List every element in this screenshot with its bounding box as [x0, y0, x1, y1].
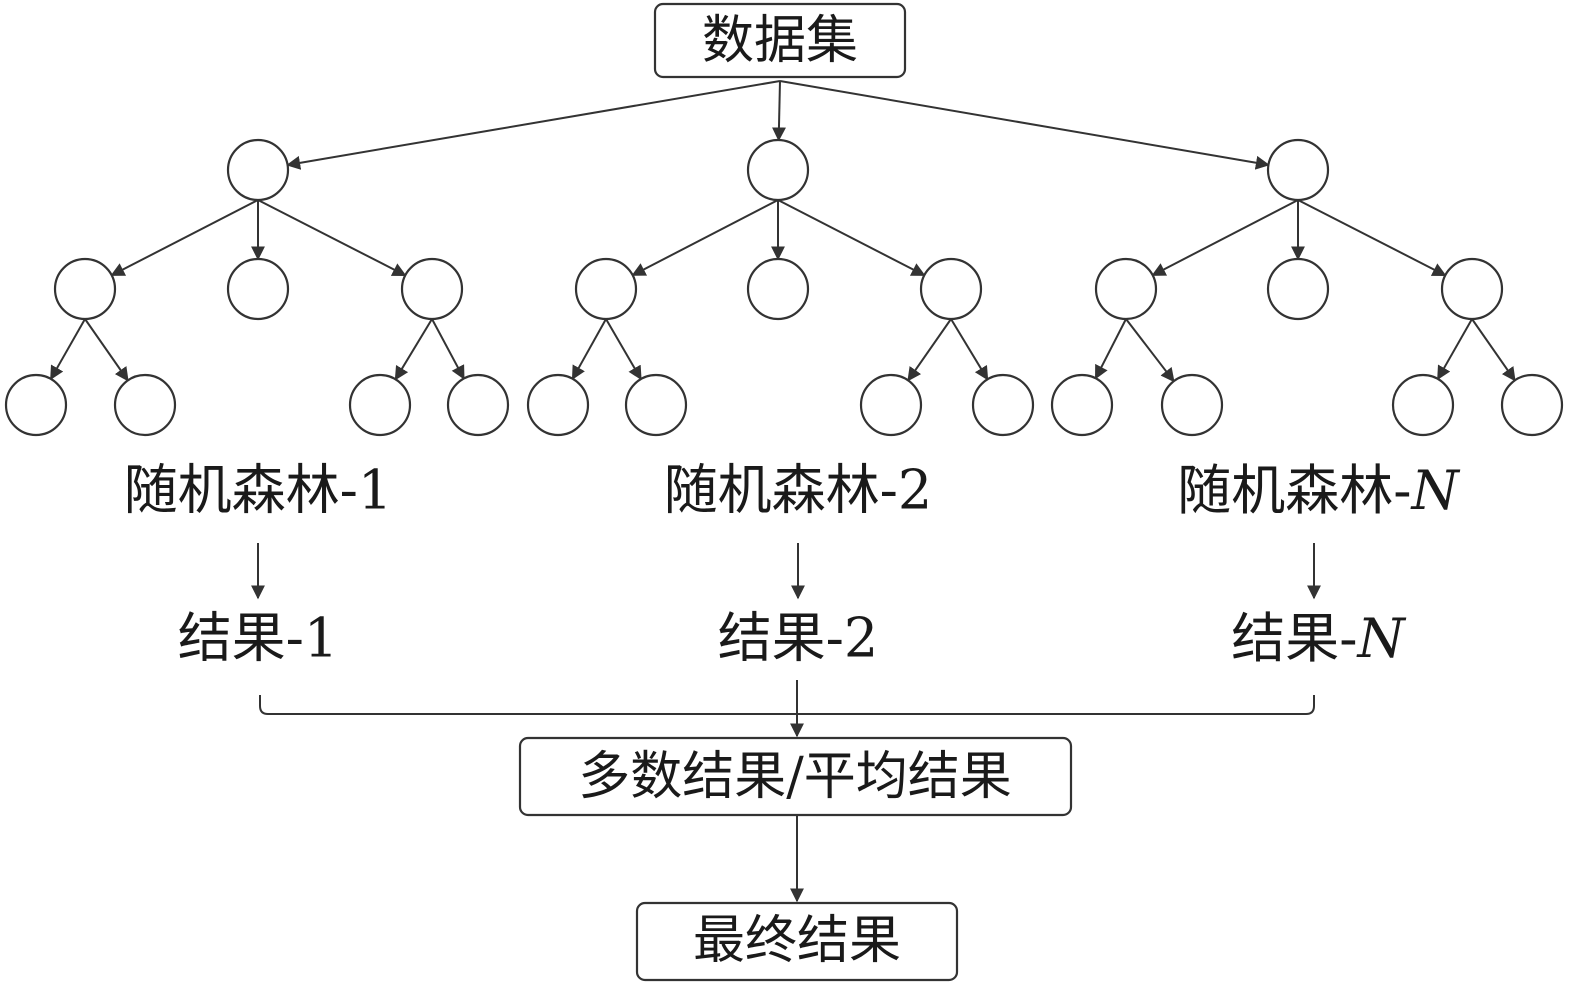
edge-tree-2-node-3-to-leaf-1: [907, 318, 952, 382]
edge-tree-2-root-to-node-3: [777, 199, 926, 277]
tree-1-node-3: [400, 257, 464, 321]
edge-tree-1-node-3-to-leaf-2: [431, 318, 465, 380]
edge-tree-3-node-1-to-leaf-2: [1125, 318, 1175, 383]
aggregate-label: 多数结果/平均结果: [578, 747, 1012, 807]
edge-tree-1-root-to-node-1: [110, 199, 259, 277]
tree-2-node-1: [574, 257, 638, 321]
tree-2-root-node: [746, 138, 810, 202]
edge-tree-3-node-1-to-leaf-1: [1094, 318, 1127, 380]
edge-tree-2-node-1-to-leaf-1: [571, 318, 607, 381]
edge-tree-1-root-to-node-3: [257, 199, 407, 277]
tree-3-node-3: [1440, 257, 1504, 321]
tree-3-leaf-1-2: [1160, 373, 1224, 437]
edge-tree-1-node-3-to-leaf-1: [394, 318, 433, 381]
edge-dataset-to-tree-2: [771, 80, 786, 142]
tree-1-root-node: [226, 138, 290, 202]
tree-1-leaf-3-2: [446, 373, 510, 437]
edge-tree-3-root-to-node-3: [1297, 199, 1447, 277]
tree-2-leaf-1-2: [624, 373, 688, 437]
forest-label-1: 随机森林-1: [124, 459, 393, 522]
tree-2-node-3: [919, 257, 983, 321]
tree-1-leaf-1-1: [4, 373, 68, 437]
tree-3-leaf-1-1: [1050, 373, 1114, 437]
results-bracket: [259, 695, 1315, 715]
tree-1-node-1: [53, 257, 117, 321]
dataset-box: 数据集: [653, 2, 907, 79]
result-label-2: 结果-2: [718, 607, 879, 670]
edge-tree-2-node-3-to-leaf-2: [950, 318, 989, 381]
edge-tree-1-node-1-to-leaf-1: [49, 318, 86, 381]
tree-3-node-2: [1266, 257, 1330, 321]
tree-3-root-node: [1266, 138, 1330, 202]
tree-3-node-1: [1094, 257, 1158, 321]
tree-1-leaf-3-1: [348, 373, 412, 437]
trees-layer: [4, 138, 1564, 437]
forest-label-2: 随机森林-2: [664, 459, 933, 522]
edge-tree-3-node-3-to-leaf-1: [1436, 318, 1473, 381]
result-label-3: 结果-N: [1231, 607, 1406, 670]
tree-1-leaf-1-2: [113, 373, 177, 437]
final-label: 最终结果: [693, 911, 901, 971]
edge-tree-1-node-1-to-leaf-2: [84, 318, 129, 382]
tree-1-node-2: [226, 257, 290, 321]
forest-label-3: 随机森林-N: [1177, 459, 1460, 522]
tree-2-node-2: [746, 257, 810, 321]
final-box: 最终结果: [635, 901, 959, 982]
aggregate-box: 多数结果/平均结果: [518, 736, 1073, 817]
edge-dataset-to-tree-3: [779, 80, 1270, 170]
tree-3-leaf-3-1: [1391, 373, 1455, 437]
result-label-1: 结果-1: [178, 607, 339, 670]
tree-2-leaf-3-2: [971, 373, 1035, 437]
dataset-label: 数据集: [702, 11, 858, 71]
edges-layer: [49, 80, 1516, 903]
edge-tree-3-node-3-to-leaf-2: [1471, 318, 1516, 382]
edge-tree-3-root-to-node-1: [1151, 199, 1299, 277]
edge-tree-2-root-to-node-1: [631, 199, 779, 277]
tree-3-leaf-3-2: [1500, 373, 1564, 437]
tree-2-leaf-1-1: [526, 373, 590, 437]
edge-tree-2-node-1-to-leaf-2: [605, 318, 642, 381]
tree-2-leaf-3-1: [859, 373, 923, 437]
edge-dataset-to-tree-1: [286, 80, 781, 170]
